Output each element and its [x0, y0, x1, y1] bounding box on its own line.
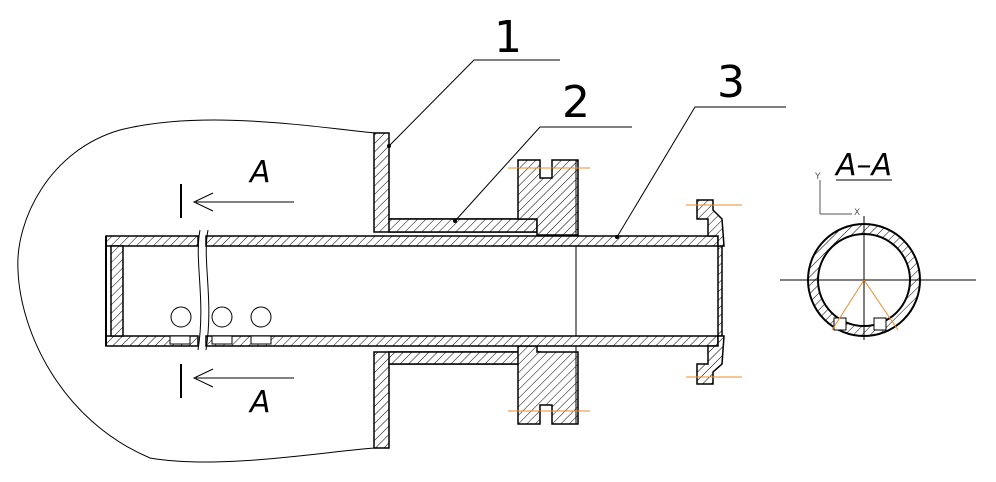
- flange-lower: [517, 345, 579, 425]
- part1-wall-upper: [373, 132, 541, 233]
- part3-tube-wall-upper: [105, 235, 199, 247]
- flange-upper: [517, 159, 579, 236]
- leader-dot-2: [453, 219, 457, 223]
- leader-dot-1: [387, 144, 391, 148]
- slot-3: [250, 335, 272, 345]
- part-number-2: 2: [562, 77, 590, 128]
- hole-2: [211, 306, 233, 328]
- part-number-3: 3: [717, 57, 745, 108]
- part2-sleeve-upper: [388, 218, 538, 233]
- section-hole-centerline-left: [831, 279, 865, 331]
- section-arrow-bottom-head: [192, 368, 214, 388]
- right-flange-upper: [696, 199, 725, 247]
- right-flange-lower: [696, 335, 725, 385]
- tube-end-plug: [110, 245, 124, 337]
- leader-line-1: [388, 59, 560, 147]
- hole-1: [170, 306, 192, 328]
- hole-3: [250, 306, 272, 328]
- coordinate-axis-icon: Y X: [814, 172, 860, 218]
- tube-break-line-2: [205, 229, 210, 351]
- part3-tube-wall-upper-right: [205, 235, 719, 247]
- svg-text:Y: Y: [814, 172, 821, 182]
- svg-text:X: X: [854, 208, 860, 218]
- section-hole-centerline-right: [863, 279, 899, 331]
- leader-line-2: [454, 126, 632, 222]
- tube-break-line-1: [197, 229, 202, 351]
- part1-wall-lower: [373, 351, 541, 449]
- leader-dot-3: [615, 235, 619, 239]
- part2-sleeve-lower: [388, 351, 538, 365]
- leader-line-3: [616, 106, 786, 238]
- part-number-1: 1: [494, 12, 522, 63]
- vessel-outline: [17, 119, 376, 463]
- tube-right-end-plate: [717, 245, 723, 337]
- section-arrow-top-head: [192, 192, 214, 212]
- section-label-bottom: A: [248, 385, 271, 420]
- slot-2: [211, 335, 233, 345]
- slot-1: [169, 335, 191, 345]
- section-label-top: A: [248, 155, 271, 190]
- section-view-title: A–A: [834, 148, 892, 183]
- part3-tube-wall-lower-right: [205, 335, 719, 347]
